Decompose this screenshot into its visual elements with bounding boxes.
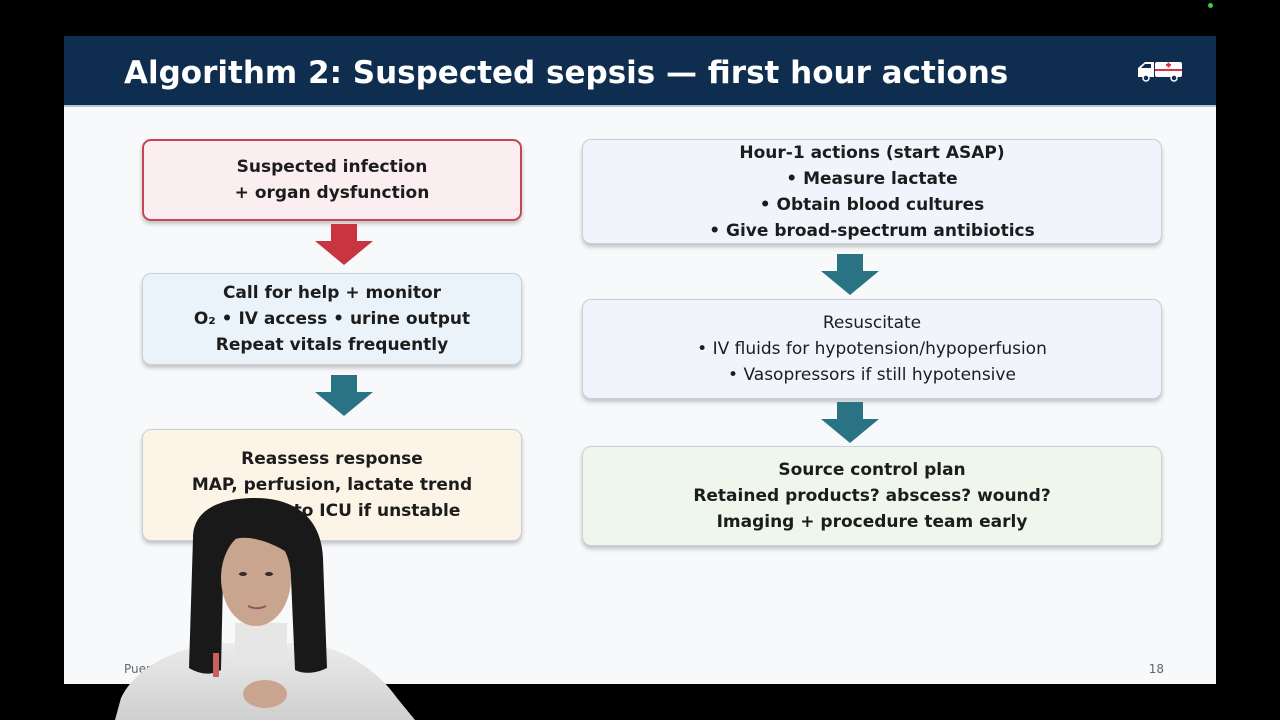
box-line: Hour-1 actions (start ASAP) (739, 142, 1005, 163)
source-control-box: Source control plan Retained products? a… (582, 446, 1162, 546)
box-line: • Obtain blood cultures (759, 194, 985, 215)
box-line: + organ dysfunction (234, 183, 430, 203)
status-indicator (1208, 3, 1213, 8)
suspected-infection-box: Suspected infection + organ dysfunction (142, 139, 522, 221)
hour-one-actions-box: Hour-1 actions (start ASAP) • Measure la… (582, 139, 1162, 244)
call-for-help-box: Call for help + monitor O₂ • IV access •… (142, 273, 522, 365)
arrow-down-icon (821, 254, 879, 295)
arrow-down-icon (315, 224, 373, 265)
box-line: Resuscitate (822, 313, 922, 333)
box-line: • Measure lactate (786, 168, 958, 189)
slide-title: Algorithm 2: Suspected sepsis — first ho… (124, 55, 1009, 91)
box-line: MAP, perfusion, lactate trend (191, 475, 473, 495)
arrow-down-icon (315, 375, 373, 416)
presenter-video-thumbnail (115, 498, 415, 720)
arrow-down-icon (821, 402, 879, 443)
presentation-slide: Algorithm 2: Suspected sepsis — first ho… (64, 36, 1216, 684)
resuscitate-box: Resuscitate • IV fluids for hypotension/… (582, 299, 1162, 399)
box-line: Source control plan (778, 460, 966, 480)
box-line: Reassess response (241, 449, 423, 469)
box-line: • Vasopressors if still hypotensive (728, 365, 1016, 385)
box-line: Call for help + monitor (222, 283, 442, 303)
box-line: O₂ • IV access • urine output (193, 309, 471, 329)
box-line: to ICU if unstable (293, 501, 461, 521)
box-line: Repeat vitals frequently (215, 335, 449, 355)
ambulance-icon (1138, 62, 1182, 82)
box-line: • Give broad-spectrum antibiotics (709, 220, 1035, 241)
box-line: Imaging + procedure team early (716, 512, 1028, 532)
slide-header: Algorithm 2: Suspected sepsis — first ho… (64, 36, 1216, 107)
box-line: • IV fluids for hypotension/hypoperfusio… (697, 339, 1047, 359)
box-line: Retained products? abscess? wound? (693, 486, 1051, 506)
box-line: Suspected infection (236, 157, 428, 177)
slide-page-number: 18 (1148, 662, 1164, 676)
